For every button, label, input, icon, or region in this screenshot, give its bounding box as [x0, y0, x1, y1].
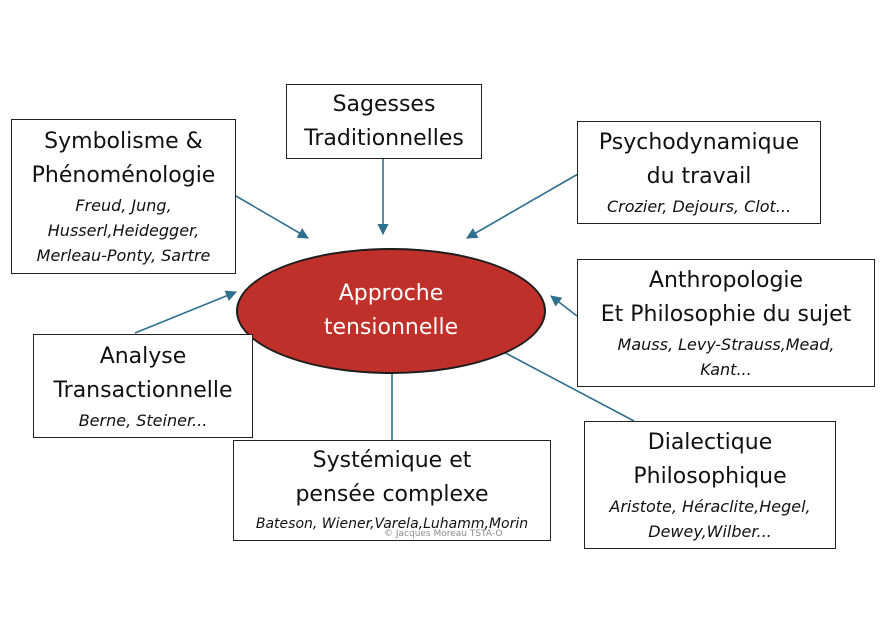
center-node-approche: Approche tensionnelle — [236, 248, 546, 374]
node-authors-line: Dewey,Wilber... — [648, 522, 772, 541]
copyright-watermark: © Jacques Moreau TSTA-O — [384, 529, 503, 539]
node-title-line: du travail — [646, 164, 752, 189]
arrow-anthropologie — [550, 295, 578, 317]
node-title-line: Et Philosophie du sujet — [600, 302, 852, 327]
node-dialectique: Dialectique Philosophique Aristote, Héra… — [584, 421, 836, 549]
center-label-line: Approche — [338, 281, 444, 306]
arrow-psychodynamique — [466, 173, 579, 239]
node-authors-line: Bateson, Wiener,Varela,Luhamm,Morin — [255, 516, 529, 532]
node-authors-line: Merleau-Ponty, Sartre — [36, 246, 211, 265]
node-title-line: Traditionnelles — [304, 125, 464, 151]
node-authors-line: Crozier, Dejours, Clot... — [606, 197, 792, 216]
node-authors-line: Aristote, Héraclite,Hegel, — [609, 497, 811, 516]
node-title-line: Systémique et — [312, 448, 472, 473]
arrow-analyse — [134, 290, 238, 334]
node-title-line: Dialectique — [647, 430, 773, 455]
node-title-line: Psychodynamique — [598, 130, 800, 155]
node-authors-line: Berne, Steiner... — [78, 410, 208, 430]
arrow-dialectique — [480, 339, 635, 422]
node-authors-line: Freud, Jung, — [75, 196, 172, 215]
node-title-line: Philosophique — [633, 464, 787, 489]
node-title-line: Transactionnelle — [53, 377, 233, 403]
node-authors-line: Kant... — [700, 360, 752, 379]
node-title-line: pensée complexe — [295, 482, 489, 507]
node-title-line: Anthropologie — [648, 268, 804, 293]
node-psychodynamique: Psychodynamique du travail Crozier, Dejo… — [577, 121, 821, 224]
node-title-line: Sagesses — [332, 91, 436, 117]
node-authors-line: Husserl,Heidegger, — [47, 221, 200, 240]
node-title-line: Analyse — [99, 343, 187, 369]
node-title-line: Symbolisme & — [44, 129, 203, 154]
node-anthropologie: Anthropologie Et Philosophie du sujet Ma… — [577, 259, 875, 387]
arrow-symbolisme — [235, 195, 309, 239]
node-systemique: Systémique et pensée complexe Bateson, W… — [233, 440, 551, 541]
node-analyse: Analyse Transactionnelle Berne, Steiner.… — [33, 334, 253, 438]
node-title-line: Phénoménologie — [31, 163, 216, 188]
center-label-line: tensionnelle — [323, 315, 459, 340]
node-authors-line: Mauss, Levy-Strauss,Mead, — [617, 335, 835, 354]
node-sagesses: Sagesses Traditionnelles — [286, 84, 482, 159]
node-symbolisme: Symbolisme & Phénoménologie Freud, Jung,… — [11, 119, 236, 274]
